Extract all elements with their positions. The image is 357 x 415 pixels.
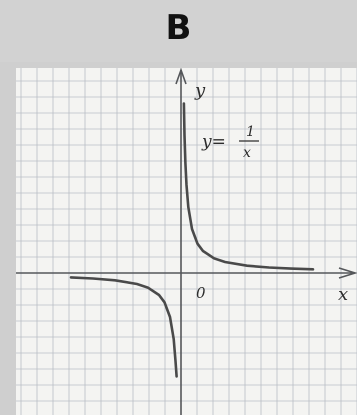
axes <box>16 68 357 415</box>
hyperbola-branch-2 <box>69 276 178 378</box>
grid <box>16 68 357 415</box>
x-axis-label: x <box>338 284 348 305</box>
hyperbola-branch-1 <box>182 102 315 271</box>
panel-label: B <box>165 8 192 48</box>
x-axis-arrow <box>338 267 357 279</box>
header-bar: B <box>0 0 357 62</box>
y-axis-label: y <box>194 80 206 101</box>
curves <box>69 102 315 378</box>
equation-lhs: y= <box>201 132 226 152</box>
origin-label: 0 <box>196 284 206 302</box>
y-axis-arrow <box>175 68 187 85</box>
graph-paper: y x 0 y= 1 x <box>16 68 357 415</box>
labels: y x 0 y= 1 x <box>194 80 348 305</box>
equation-denominator: x <box>243 145 251 161</box>
equation-numerator: 1 <box>246 124 255 140</box>
hyperbola-chart: y x 0 y= 1 x <box>16 68 357 415</box>
